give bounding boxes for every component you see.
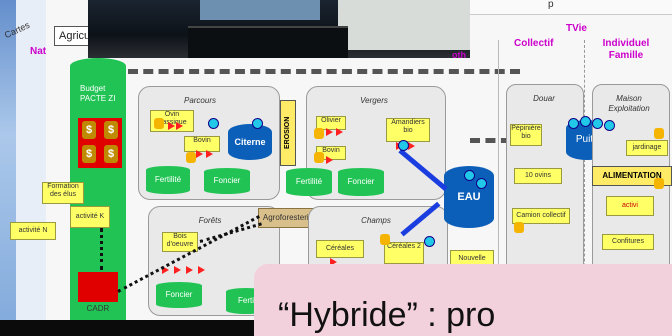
erosion-bar[interactable]: EROSION xyxy=(280,100,296,166)
water-dot-icon xyxy=(604,120,615,131)
header-tvie: TVie xyxy=(566,23,587,34)
header-oth: oth xyxy=(452,50,466,60)
header-collectif: Collectif xyxy=(514,38,554,49)
water-dot-icon xyxy=(476,178,487,189)
dashed-line-top xyxy=(128,69,520,74)
cadr-label: CADR xyxy=(86,304,110,313)
flag-icon xyxy=(162,266,169,274)
water-dot-icon xyxy=(592,118,603,129)
water-dot-icon xyxy=(568,118,579,129)
flag-icon xyxy=(330,258,337,266)
forets-title: Forêts xyxy=(198,216,222,225)
pepiniere-note[interactable]: Pépinière bio xyxy=(510,124,542,146)
cadr-box[interactable] xyxy=(78,272,118,302)
money-bags: $ $ $ $ xyxy=(78,118,122,168)
overlay-text: “Hybride” : pro xyxy=(278,296,496,334)
water-dot-icon xyxy=(398,140,409,151)
cereales1-note[interactable]: Céréales xyxy=(316,240,364,258)
water-dot-icon xyxy=(208,118,219,129)
vertical-divider-1 xyxy=(498,40,499,336)
fertilite-cyl-vergers[interactable]: Fertilité xyxy=(286,168,332,196)
confitures-note[interactable]: Confitures xyxy=(602,234,654,250)
farmer-icon xyxy=(514,222,524,233)
flag-icon xyxy=(168,122,175,130)
photo-paper xyxy=(338,0,470,50)
jardinage-note[interactable]: jardinage xyxy=(626,140,668,156)
activite-note-maison[interactable]: activi xyxy=(606,196,654,216)
water-dot-icon xyxy=(424,236,435,247)
farmer-icon xyxy=(654,128,664,139)
flag-icon xyxy=(326,128,333,136)
activite-n-note[interactable]: activité N xyxy=(10,222,56,240)
foncier-cyl-vergers[interactable]: Foncier xyxy=(338,168,384,196)
overlay-banner xyxy=(254,264,672,336)
photo-laptop-screen xyxy=(200,0,320,20)
water-dot-icon xyxy=(580,116,591,127)
amandiers-note[interactable]: Amandiers bio xyxy=(386,118,430,142)
farmer-icon xyxy=(314,128,324,139)
foncier-cyl-parcours[interactable]: Foncier xyxy=(204,168,250,194)
header-p: p xyxy=(548,0,554,10)
header-nat: Nat xyxy=(30,46,47,57)
farmer-icon xyxy=(314,152,324,163)
fertilite-cyl-parcours[interactable]: Fertilité xyxy=(146,166,190,194)
formation-note[interactable]: Formation des élus xyxy=(42,182,84,204)
money-bag-icon: $ xyxy=(82,145,96,163)
maison-title: Maison Exploitation xyxy=(608,94,650,113)
flag-icon xyxy=(174,266,181,274)
vergers-title: Vergers xyxy=(360,96,388,105)
flag-icon xyxy=(408,142,415,150)
camion-note[interactable]: Camion collectif xyxy=(512,208,570,224)
foncier-cyl-forets[interactable]: Foncier xyxy=(156,282,202,308)
flag-icon xyxy=(176,122,183,130)
bois-note[interactable]: Bois d'oeuvre xyxy=(162,232,198,252)
flag-icon xyxy=(206,150,213,158)
bottom-dark-band xyxy=(0,320,270,336)
douar-title: Douar xyxy=(533,94,555,103)
flag-icon xyxy=(198,266,205,274)
flag-icon xyxy=(336,128,343,136)
photo-keyboard xyxy=(188,26,348,58)
dotted-connector xyxy=(100,228,103,270)
cereales2-note[interactable]: Céréales 2 xyxy=(384,242,424,264)
ovins-note[interactable]: 10 ovins xyxy=(514,168,562,184)
top-header-strip xyxy=(470,0,672,15)
parcours-title: Parcours xyxy=(183,96,216,105)
flag-icon xyxy=(186,266,193,274)
header-individuel: Individuel Famille xyxy=(602,38,650,61)
citerne-cyl[interactable]: Citerne xyxy=(228,124,272,160)
nouvelle-note[interactable]: Nouvelle xyxy=(450,250,494,268)
vertical-divider-2 xyxy=(584,40,585,336)
farmer-icon xyxy=(154,118,164,129)
flag-icon xyxy=(326,156,333,164)
left-edge-panel xyxy=(16,0,46,336)
water-dot-icon xyxy=(252,118,263,129)
flag-icon xyxy=(196,150,203,158)
farmer-icon xyxy=(380,234,390,245)
money-bag-icon: $ xyxy=(104,145,118,163)
photo-overlay xyxy=(88,0,470,58)
money-bag-icon: $ xyxy=(104,121,118,139)
champs-title: Champs xyxy=(361,216,391,225)
money-bag-icon: $ xyxy=(82,121,96,139)
farmer-icon xyxy=(186,152,196,163)
activite-k-note[interactable]: activité K xyxy=(70,206,110,228)
farmer-icon xyxy=(654,178,664,189)
water-dot-icon xyxy=(464,170,475,181)
budget-label: Budget PACTE ZI xyxy=(80,84,116,103)
agroforesterie-note[interactable]: Agroforesterie xyxy=(258,208,318,228)
